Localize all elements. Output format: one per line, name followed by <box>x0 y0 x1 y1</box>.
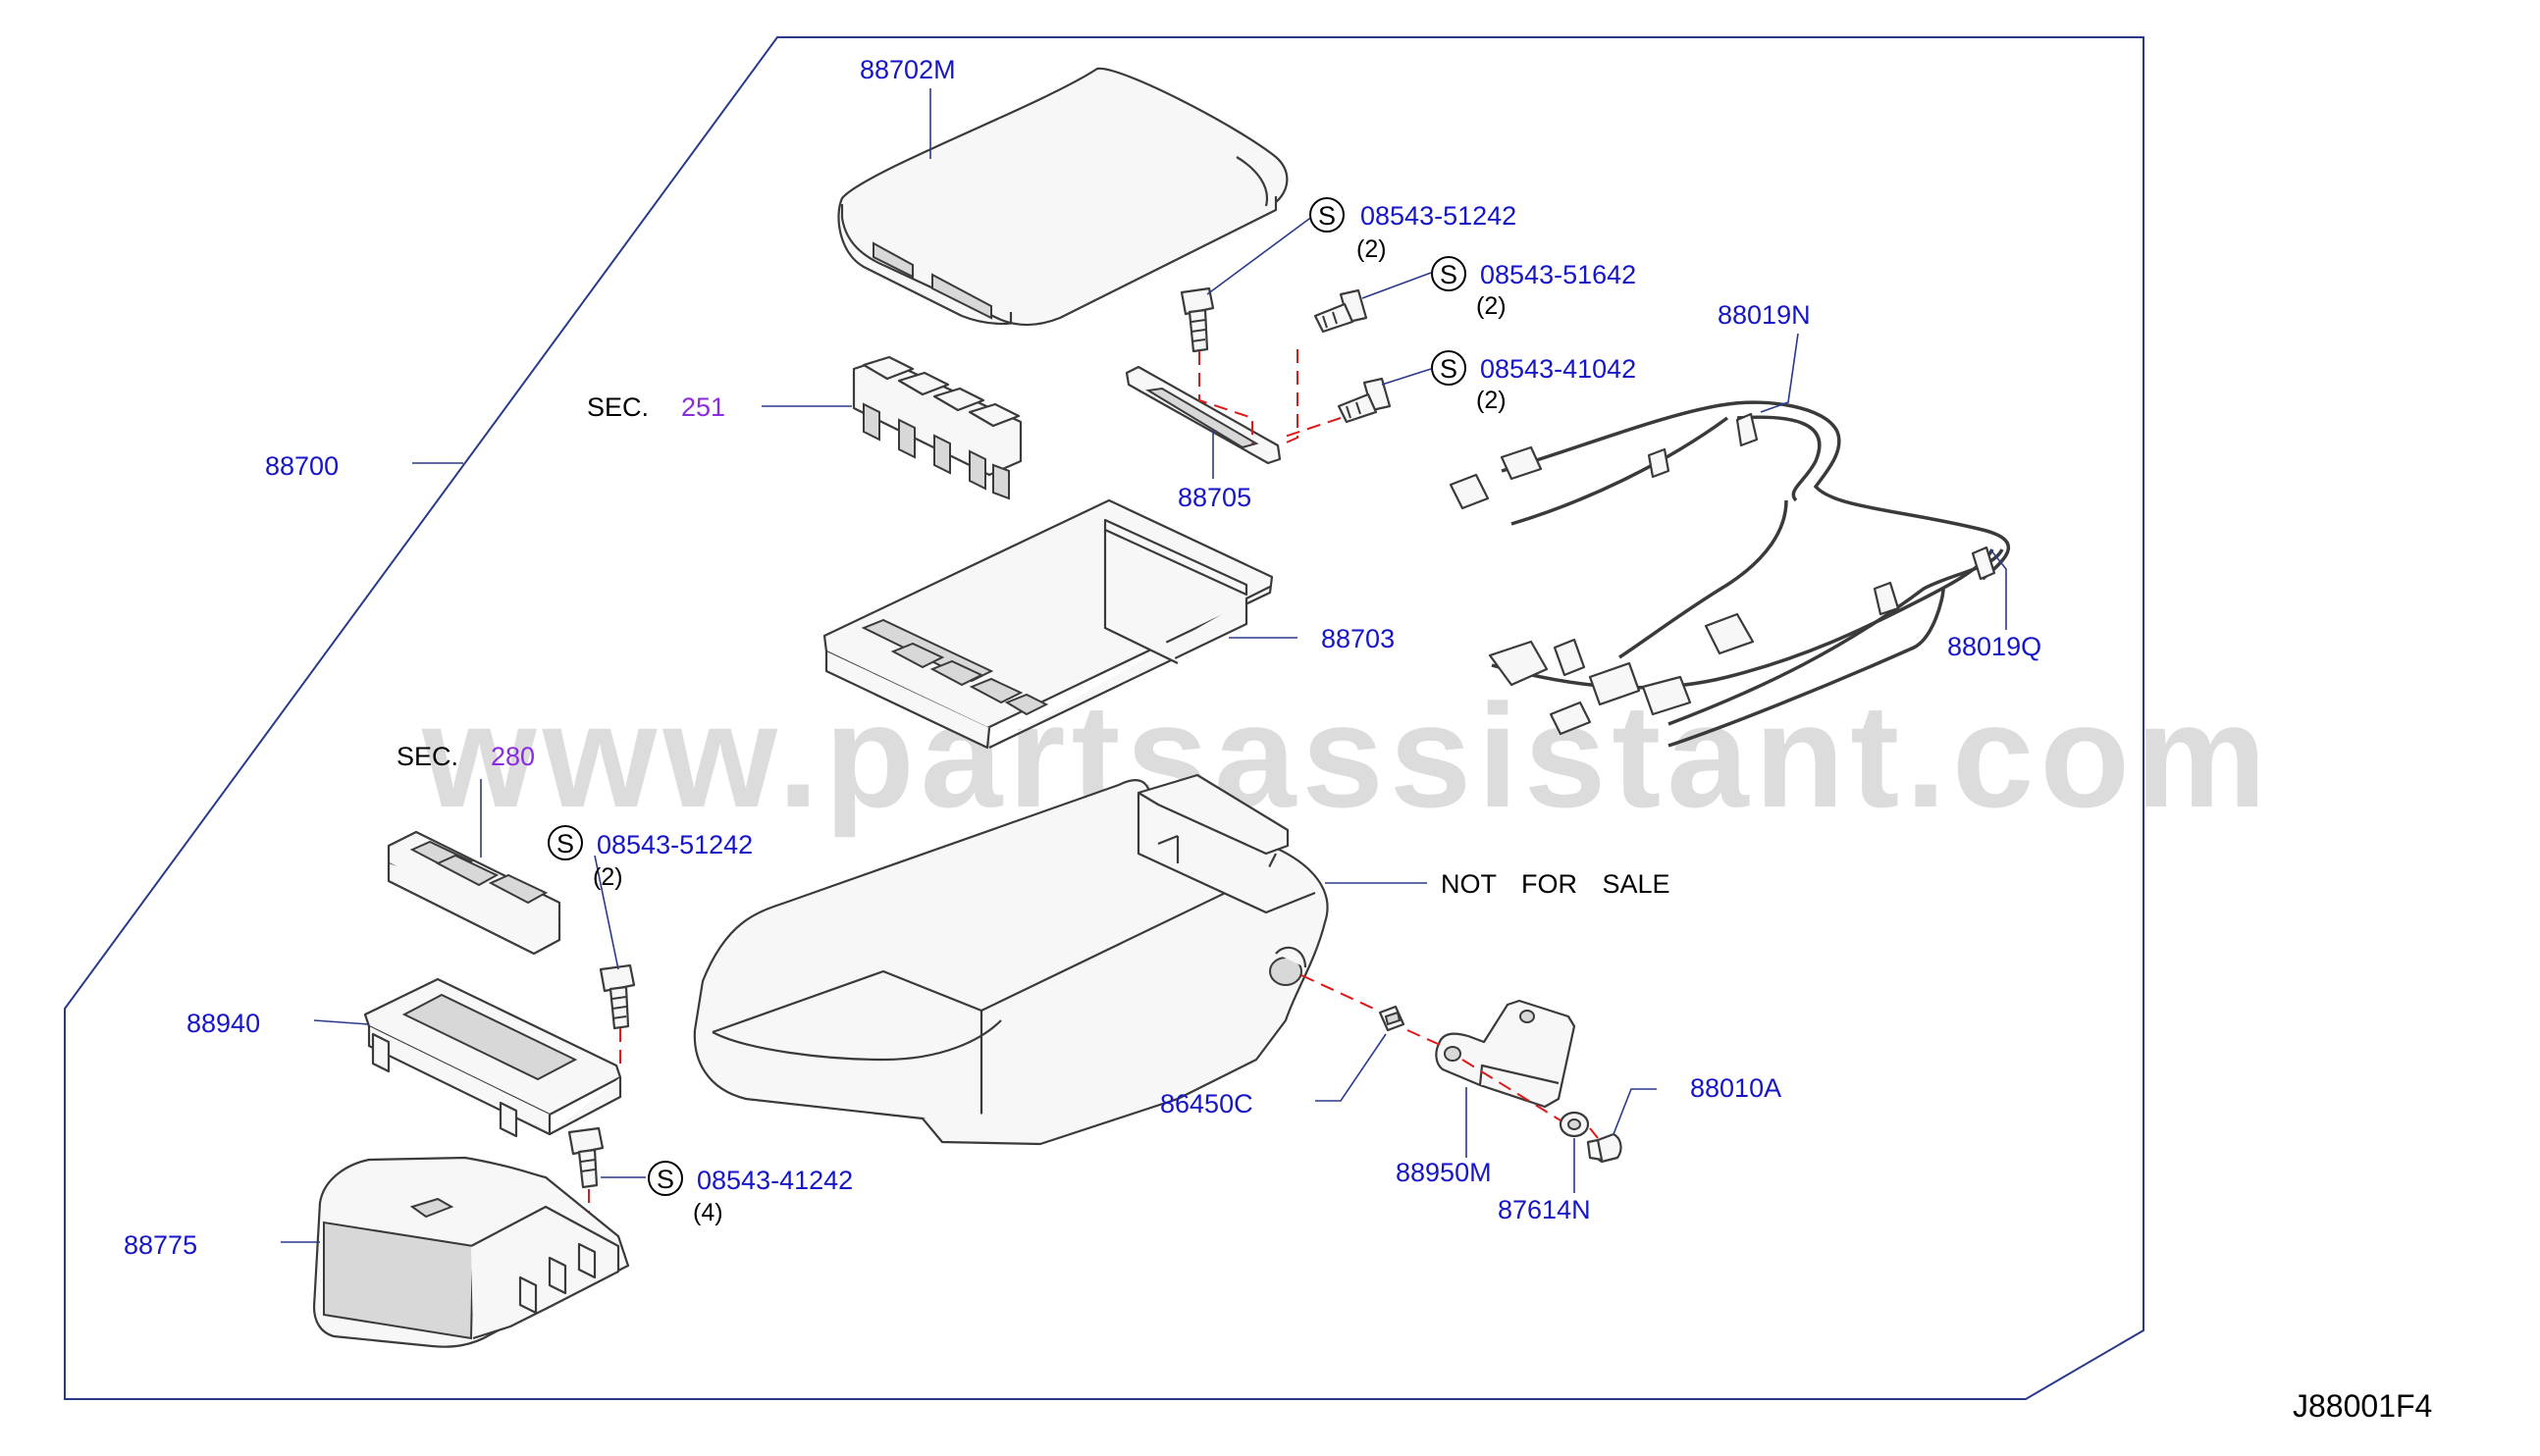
watermark: www.partsassistant.com <box>421 673 2272 838</box>
label-88700[interactable]: 88700 <box>265 451 339 481</box>
label-88010A[interactable]: 88010A <box>1690 1073 1781 1103</box>
screw-symbol-s5: S <box>648 1161 683 1196</box>
label-88940[interactable]: 88940 <box>186 1009 260 1038</box>
label-88705[interactable]: 88705 <box>1178 483 1251 512</box>
screw-symbol-s2: S <box>1431 256 1466 291</box>
not-for-sale-label: NOT FOR SALE <box>1441 869 1670 899</box>
wire-harness-88019Q[interactable] <box>1488 499 2004 748</box>
label-87614N[interactable]: 87614N <box>1498 1195 1591 1224</box>
label-88775[interactable]: 88775 <box>124 1230 197 1260</box>
inner-tray-88703[interactable] <box>822 498 1274 750</box>
sec-251-link[interactable]: 251 <box>681 392 725 422</box>
label-screw-s3[interactable]: 08543-41042 <box>1480 354 1636 384</box>
bolt-88010A[interactable] <box>1586 1132 1622 1164</box>
washer-87614N[interactable] <box>1559 1111 1590 1138</box>
svg-text:S: S <box>1440 354 1457 384</box>
clip-86450C[interactable] <box>1378 1005 1405 1032</box>
bezel-88940[interactable] <box>363 977 622 1138</box>
svg-text:S: S <box>1440 260 1457 289</box>
label-88702M[interactable]: 88702M <box>860 55 956 84</box>
window-switch-sec280[interactable] <box>387 830 561 956</box>
bracket-88705[interactable] <box>1125 365 1282 465</box>
leader-lines <box>281 88 2007 1243</box>
qty-screw-s1: (2) <box>1356 235 1387 263</box>
screw-symbol-s4: S <box>548 825 583 860</box>
sec-280-prefix: SEC. <box>397 742 458 771</box>
svg-text:S: S <box>657 1165 674 1194</box>
assembly-frame <box>64 36 2144 1400</box>
label-88703[interactable]: 88703 <box>1321 624 1395 653</box>
sec-280-link[interactable]: 280 <box>491 742 535 771</box>
label-88019Q[interactable]: 88019Q <box>1947 632 2041 661</box>
screw-symbol-s3: S <box>1431 350 1466 386</box>
screw-symbol-s1: S <box>1309 197 1345 233</box>
diagram-code: J88001F4 <box>2293 1388 2432 1424</box>
armrest-lid-88702M[interactable] <box>837 67 1289 327</box>
label-screw-s1[interactable]: 08543-51242 <box>1360 201 1516 231</box>
screw-08543-51242-lower[interactable] <box>599 963 636 1030</box>
screw-08543-41242[interactable] <box>567 1126 605 1189</box>
svg-text:S: S <box>1318 201 1336 231</box>
screw-08543-41042[interactable] <box>1337 377 1392 424</box>
bracket-88950M[interactable] <box>1435 999 1576 1109</box>
console-body-not-for-sale[interactable] <box>693 773 1329 1146</box>
screw-08543-51642[interactable] <box>1313 288 1368 334</box>
label-86450C[interactable]: 86450C <box>1160 1089 1253 1118</box>
switch-pack-sec251[interactable] <box>852 355 1023 500</box>
svg-text:S: S <box>556 829 574 858</box>
assembly-line-upper <box>1198 349 1342 446</box>
storage-tray-88775[interactable] <box>312 1156 630 1348</box>
label-screw-s4[interactable]: 08543-51242 <box>597 830 753 859</box>
label-screw-s5[interactable]: 08543-41242 <box>697 1166 853 1195</box>
assembly-line-left <box>588 1028 621 1266</box>
wire-harness-88019N[interactable] <box>1449 400 2010 581</box>
qty-screw-s5: (4) <box>693 1199 723 1226</box>
qty-screw-s3: (2) <box>1476 387 1507 414</box>
label-screw-s2[interactable]: 08543-51642 <box>1480 260 1636 289</box>
screw-08543-51242-upper[interactable] <box>1180 286 1215 353</box>
label-88019N[interactable]: 88019N <box>1718 300 1811 330</box>
label-88950M[interactable]: 88950M <box>1396 1158 1492 1187</box>
qty-screw-s4: (2) <box>593 863 623 891</box>
qty-screw-s2: (2) <box>1476 292 1507 320</box>
sec-251-prefix: SEC. <box>587 392 649 422</box>
